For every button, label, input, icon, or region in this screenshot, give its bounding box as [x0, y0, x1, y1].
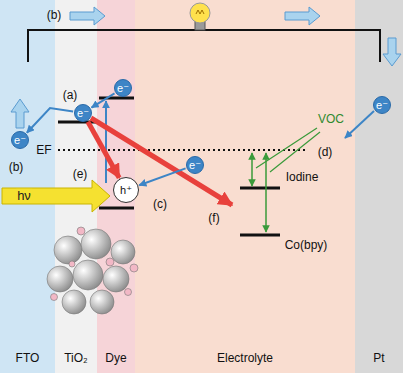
leader-line [256, 128, 317, 168]
charge-symbol: e⁻ [376, 100, 388, 111]
step-label: (b) [46, 9, 63, 22]
step-label: (b) [8, 161, 25, 174]
charge-symbol: e⁻ [77, 108, 89, 119]
level-label: Co(bpy) [284, 239, 329, 252]
layer-label: TiO₂ [64, 351, 88, 365]
layer-label: Dye [105, 351, 126, 365]
current-arrow [285, 7, 320, 25]
electron-arrow [11, 99, 29, 128]
charge-symbol: h⁺ [120, 185, 132, 196]
electron-arrow [345, 111, 374, 138]
charge-symbol: e⁻ [189, 160, 201, 171]
transfer-arrow [88, 122, 119, 178]
wire [28, 30, 380, 62]
step-label: (d) [317, 146, 334, 159]
layer-band: Dye e⁻ h⁺ [97, 0, 135, 373]
electron-circle: e⁻ [114, 79, 132, 97]
current-arrow [383, 38, 401, 66]
light-bulb [190, 3, 210, 30]
charge-symbol: e⁻ [117, 83, 129, 94]
layer-band: TiO₂ e⁻ [55, 0, 97, 373]
transfer-arrow [27, 108, 73, 133]
step-label: (a) [62, 89, 79, 102]
leader-line [270, 132, 320, 172]
electron-circle: e⁻ [186, 156, 204, 174]
layer-label: Electrolyte [217, 351, 273, 365]
step-label: (c) [152, 198, 168, 211]
light-label: hν [16, 189, 32, 203]
electron-circle: e⁻ [373, 96, 391, 114]
charge-symbol: e⁻ [14, 135, 26, 146]
homo-level [99, 207, 134, 210]
step-label: (e) [72, 168, 89, 181]
fermi-level [58, 149, 305, 151]
voltage-arrow [265, 153, 267, 232]
step-label: (f) [207, 212, 220, 225]
electron-circle: e⁻ [11, 131, 29, 149]
current-arrow [70, 7, 105, 25]
transfer-arrow [139, 168, 185, 185]
excitation-arrow [105, 101, 107, 183]
voltage-label: VOC [317, 113, 345, 126]
cobalt-level [240, 234, 280, 237]
tio2-particles [47, 227, 138, 314]
transfer-arrow [91, 93, 114, 107]
iodine-level [240, 187, 280, 190]
layer-label: Pt [373, 351, 384, 365]
fermi-label: EF [35, 144, 52, 157]
hole-circle: h⁺ [113, 177, 139, 203]
light-arrow [2, 180, 110, 212]
electron-circle: e⁻ [74, 104, 92, 122]
layer-label: FTO [16, 351, 40, 365]
level-label: Iodine [285, 171, 320, 184]
voltage-arrow [251, 153, 253, 186]
